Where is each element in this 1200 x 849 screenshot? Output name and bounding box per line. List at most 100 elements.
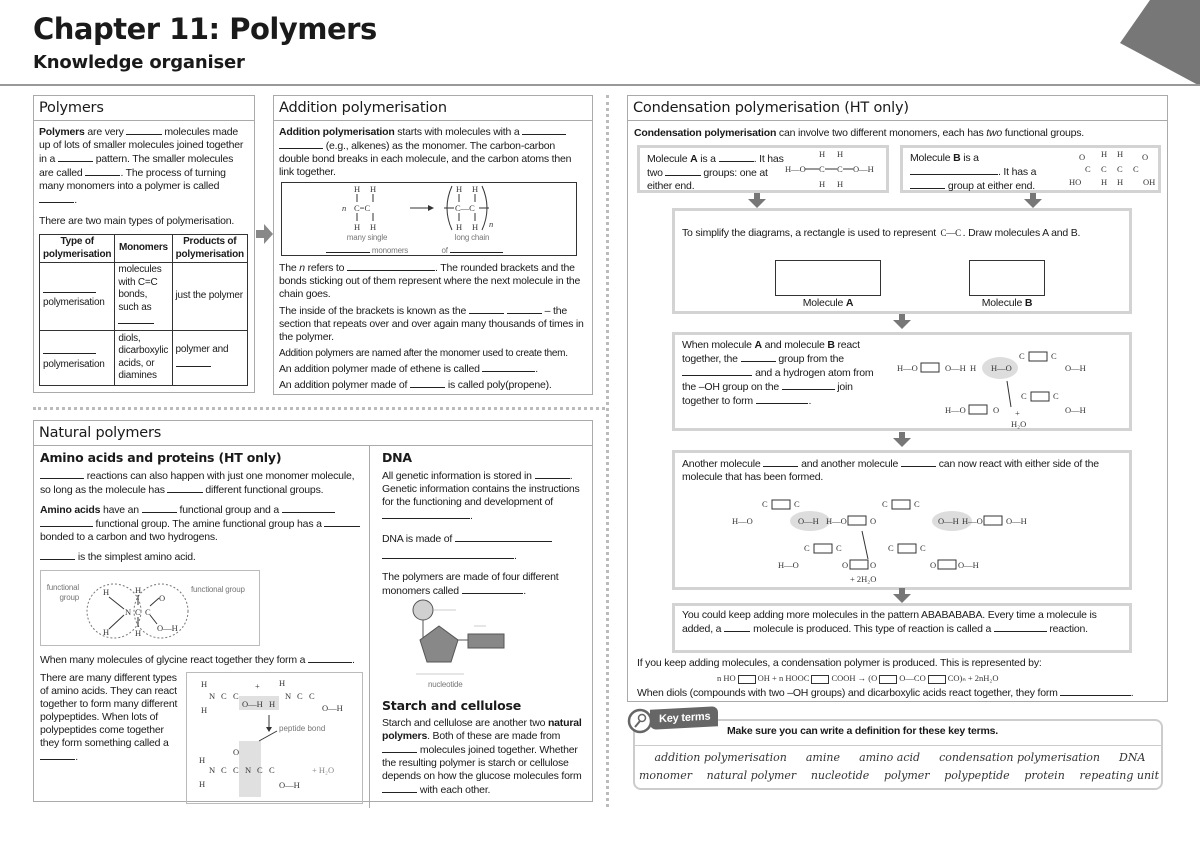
- svg-text:H—O: H—O: [826, 516, 847, 526]
- table-cell: diols, dicarboxylic acids, or diamines: [114, 329, 173, 386]
- corner-tab-decoration: [1120, 0, 1200, 86]
- molecule-b-drawing-area[interactable]: [969, 260, 1045, 296]
- answer-blank: [126, 125, 162, 135]
- answer-blank: [534, 469, 570, 479]
- svg-text:N: N: [285, 691, 291, 701]
- answer-blank: [740, 352, 776, 362]
- svg-text:H: H: [103, 587, 109, 597]
- page-subtitle: Knowledge organiser: [33, 52, 245, 73]
- svg-text:C: C: [269, 765, 275, 775]
- answer-blank: [279, 139, 323, 149]
- answer-blank: [175, 357, 211, 367]
- simplify-box: To simplify the diagrams, a rectangle is…: [672, 208, 1132, 314]
- answer-blank: [57, 152, 94, 162]
- svg-text:H—O: H—O: [785, 164, 806, 174]
- arrow-down-icon: [893, 314, 911, 329]
- label-line: monomers: [325, 246, 408, 255]
- amino-p1: reactions can also happen with just one …: [40, 470, 355, 496]
- arrow-down-icon: [1024, 193, 1042, 208]
- equation-term: OH + n HOOC: [757, 673, 810, 683]
- svg-text:H: H: [135, 585, 141, 595]
- reaction-text: When molecule A and molecule B react tog…: [682, 339, 874, 407]
- svg-text:+: +: [255, 681, 260, 691]
- svg-text:C: C: [221, 691, 227, 701]
- svg-text:C=C: C=C: [354, 203, 370, 213]
- key-term: addition polymerisation: [654, 751, 787, 764]
- answer-blank: [281, 503, 335, 513]
- svg-text:H: H: [354, 222, 360, 232]
- dna-section: DNA All genetic information is stored in…: [376, 446, 591, 801]
- divider: [635, 745, 1161, 746]
- svg-text:H: H: [472, 222, 478, 232]
- key-term: polymer: [883, 769, 930, 782]
- monomer-rect-icon: [811, 674, 830, 684]
- table-header: Products of polymerisation: [171, 234, 249, 263]
- table-cell: just the polymer: [171, 262, 249, 331]
- svg-text:C: C: [762, 499, 768, 509]
- svg-text:C: C: [1085, 164, 1091, 174]
- answer-blank: [682, 366, 753, 376]
- svg-text:H: H: [201, 679, 207, 689]
- key-icon: [627, 708, 653, 734]
- polymers-definition: Polymers are very molecules made up of l…: [39, 125, 244, 206]
- svg-text:C: C: [888, 543, 894, 553]
- label-line: of: [441, 246, 503, 255]
- key-term: polypeptide: [944, 769, 1010, 782]
- svg-text:H: H: [1101, 177, 1107, 187]
- answer-blank: [382, 743, 418, 753]
- key-term: DNA: [1119, 751, 1146, 764]
- key-term: natural polymer: [706, 769, 797, 782]
- header-divider: [0, 84, 1200, 86]
- answer-blank: [85, 166, 121, 176]
- svg-text:N: N: [125, 607, 131, 617]
- svg-text:C: C: [837, 164, 843, 174]
- answer-blank: [167, 483, 203, 493]
- answer-blank: [118, 314, 154, 324]
- answer-blank: [506, 304, 542, 314]
- answer-blank: [718, 152, 754, 162]
- answer-blank: [409, 378, 446, 388]
- molecule-a-drawing-area[interactable]: [775, 260, 881, 296]
- svg-text:H₂O: H₂O: [1011, 419, 1026, 429]
- bullet-item: An addition polymer made of is called po…: [279, 378, 552, 391]
- answer-blank: [910, 179, 946, 189]
- svg-text:C: C: [309, 691, 315, 701]
- chain-growth-box: Another molecule and another molecule ca…: [672, 450, 1132, 590]
- svg-text:O: O: [1142, 152, 1148, 162]
- svg-text:H: H: [279, 678, 285, 688]
- answer-blank: [665, 166, 701, 176]
- abab-text: You could keep adding more molecules in …: [682, 609, 1097, 635]
- svg-text:N: N: [209, 691, 215, 701]
- svg-text:n: n: [342, 203, 346, 213]
- panel-title: Addition polymerisation: [274, 96, 592, 121]
- abab-box: You could keep adding more molecules in …: [672, 603, 1132, 653]
- molecule-a-label: Molecule A: [802, 297, 854, 309]
- svg-text:O—H: O—H: [322, 703, 343, 713]
- nucleotide-diagram: [412, 599, 505, 675]
- svg-text:H: H: [819, 179, 825, 189]
- svg-text:H: H: [456, 222, 462, 232]
- label-line: many single: [346, 233, 388, 242]
- key-terms-heading: Make sure you can write a definition for…: [727, 725, 999, 737]
- svg-text:O—H: O—H: [1065, 363, 1086, 373]
- simplify-text-post: . Draw molecules A and B.: [962, 227, 1081, 239]
- svg-text:O—H: O—H: [157, 623, 178, 633]
- answer-blank: [900, 457, 937, 467]
- answer-blank: [39, 193, 75, 203]
- molecule-b-box: Molecule B is a . It has a group at eith…: [900, 145, 1161, 193]
- svg-text:O—H: O—H: [1065, 405, 1086, 415]
- section-title: DNA: [382, 450, 412, 465]
- simplify-text: To simplify the diagrams, a rectangle is…: [682, 227, 1122, 240]
- addition-intro: Addition polymerisation starts with mole…: [279, 126, 572, 178]
- svg-text:C: C: [257, 765, 263, 775]
- svg-text:+: +: [1015, 408, 1020, 418]
- arrow-down-icon: [893, 432, 911, 447]
